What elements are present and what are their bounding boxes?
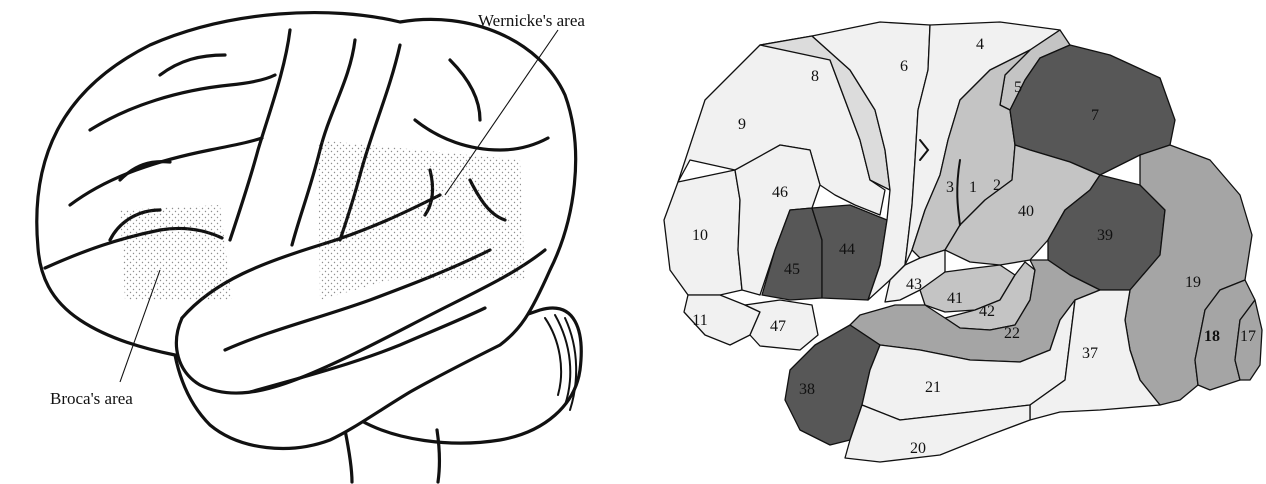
area-label-5: 5 [1014, 79, 1022, 96]
area-label-40: 40 [1018, 203, 1034, 220]
area-label-42: 42 [979, 303, 995, 320]
area-label-1: 1 [969, 179, 977, 196]
area-label-47: 47 [770, 318, 786, 335]
area-label-39: 39 [1097, 227, 1113, 244]
brodmann-map: 4 6 8 5 7 9 3 1 2 46 40 10 39 44 45 19 4… [664, 22, 1262, 462]
area-label-7: 7 [1091, 107, 1099, 124]
area-label-17: 17 [1240, 328, 1256, 345]
area-label-19: 19 [1185, 274, 1201, 291]
area-label-2: 2 [993, 177, 1001, 194]
area-label-9: 9 [738, 116, 746, 133]
broca-label: Broca's area [50, 389, 133, 408]
area-label-8: 8 [811, 68, 819, 85]
area-label-45: 45 [784, 261, 800, 278]
area-label-20: 20 [910, 440, 926, 457]
wernicke-label: Wernicke's area [478, 11, 585, 30]
area-label-44: 44 [839, 241, 855, 258]
area-label-18: 18 [1204, 328, 1220, 345]
area-label-11: 11 [692, 312, 707, 329]
area-label-10: 10 [692, 227, 708, 244]
area-label-3: 3 [946, 179, 954, 196]
brain-line-drawing [37, 13, 581, 482]
area-label-4: 4 [976, 36, 984, 53]
area-label-22: 22 [1004, 325, 1020, 342]
area-label-37: 37 [1082, 345, 1098, 362]
wernicke-area-region [318, 140, 525, 300]
area-label-38: 38 [799, 381, 815, 398]
broca-area-region [120, 205, 232, 300]
area-label-21: 21 [925, 379, 941, 396]
area-label-46: 46 [772, 184, 788, 201]
area-label-41: 41 [947, 290, 963, 307]
area-label-43: 43 [906, 276, 922, 293]
area-label-6: 6 [900, 58, 908, 75]
